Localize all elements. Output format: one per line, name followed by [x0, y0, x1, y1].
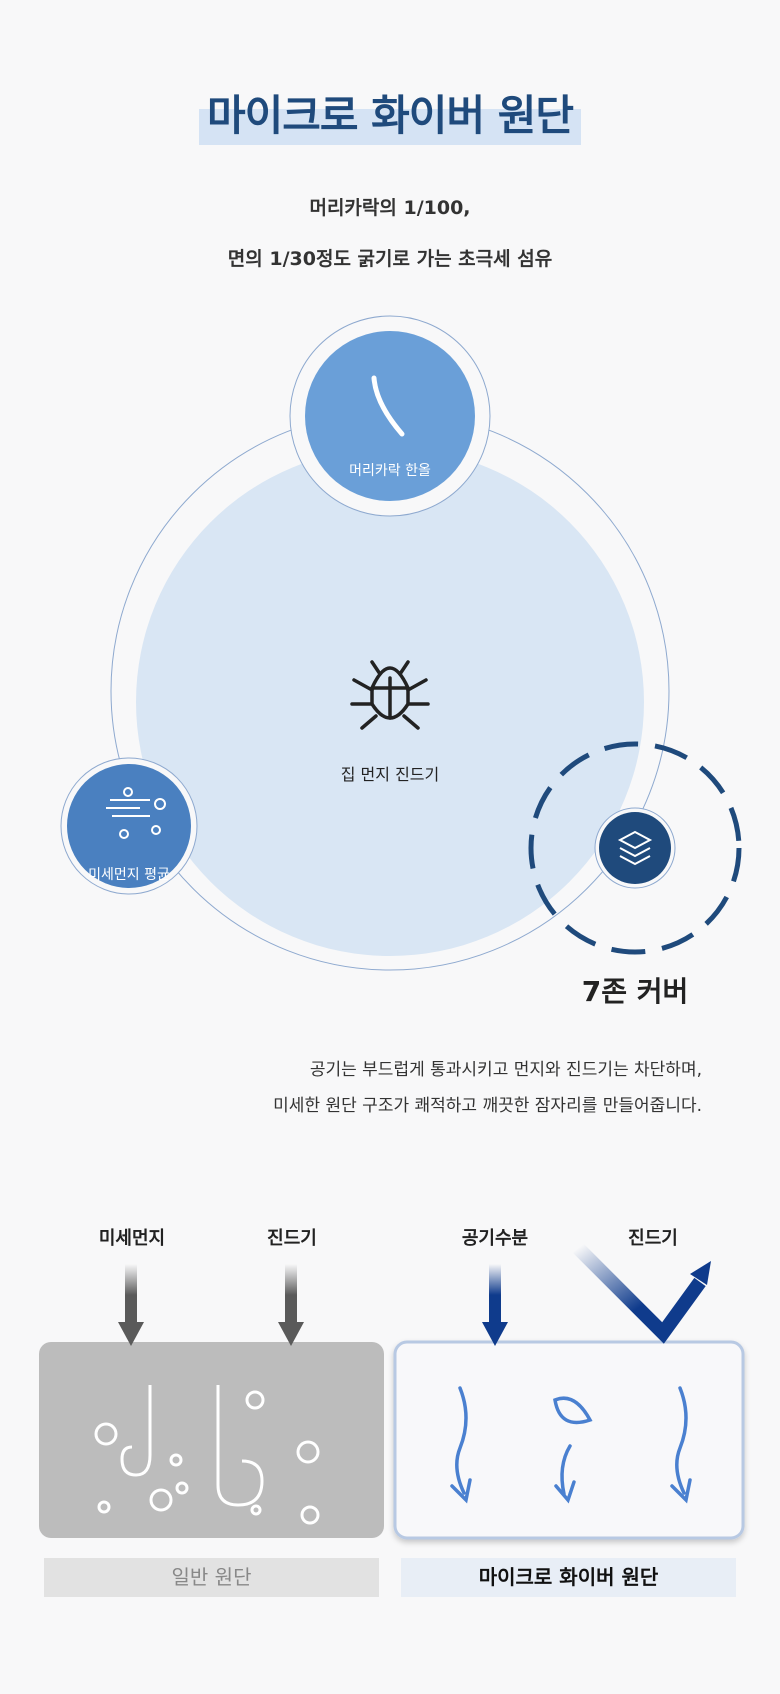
mite-label: 집 먼지 진드기	[340, 765, 440, 784]
leaf-icon	[553, 1396, 593, 1425]
micro-fabric-caption: 마이크로 화이버 원단	[401, 1558, 736, 1597]
dust-label: 미세먼지 평균	[88, 867, 170, 883]
page-title: 마이크로 화이버 원단	[198, 82, 582, 145]
dust-mite-particles	[94, 1385, 320, 1525]
hair-label: 머리카락 한올	[349, 463, 431, 479]
label-fine-dust: 미세먼지	[98, 1228, 166, 1249]
micro-fabric-box	[393, 1340, 745, 1540]
description-line: 공기는 부드럽게 통과시키고 먼지와 진드기는 차단하며,	[309, 1060, 702, 1080]
regular-fabric-caption: 일반 원단	[44, 1558, 379, 1597]
regular-fabric-box	[39, 1342, 384, 1538]
label-mite-blocked: 진드기	[628, 1228, 678, 1249]
dust-circle	[67, 764, 191, 888]
description: 공기는 부드럽게 통과시키고 먼지와 진드기는 차단하며, 미세한 원단 구조가…	[273, 1052, 702, 1124]
label-mite: 진드기	[267, 1228, 317, 1249]
layers-icon	[617, 830, 653, 866]
label-air-moisture: 공기수분	[461, 1228, 529, 1249]
zone-dashed-circle	[528, 741, 742, 955]
bug-icon	[350, 660, 430, 730]
regular-arrows	[118, 1264, 304, 1346]
airflow-icons	[450, 1386, 692, 1504]
wind-dust-icon	[106, 787, 166, 839]
subtitle-line: 머리카락의 1/100,	[309, 197, 471, 219]
hair-icon	[371, 375, 405, 437]
zone-label: 7존 커버	[581, 975, 689, 1008]
subtitle: 머리카락의 1/100, 면의 1/30정도 굵기로 가는 초극세 섬유	[0, 183, 780, 285]
micro-arrows	[482, 1243, 711, 1346]
subtitle-line: 면의 1/30정도 굵기로 가는 초극세 섬유	[227, 248, 553, 270]
description-line: 미세한 원단 구조가 쾌적하고 깨끗한 잠자리를 만들어줍니다.	[273, 1096, 702, 1116]
title-section: 마이크로 화이버 원단	[0, 82, 780, 145]
